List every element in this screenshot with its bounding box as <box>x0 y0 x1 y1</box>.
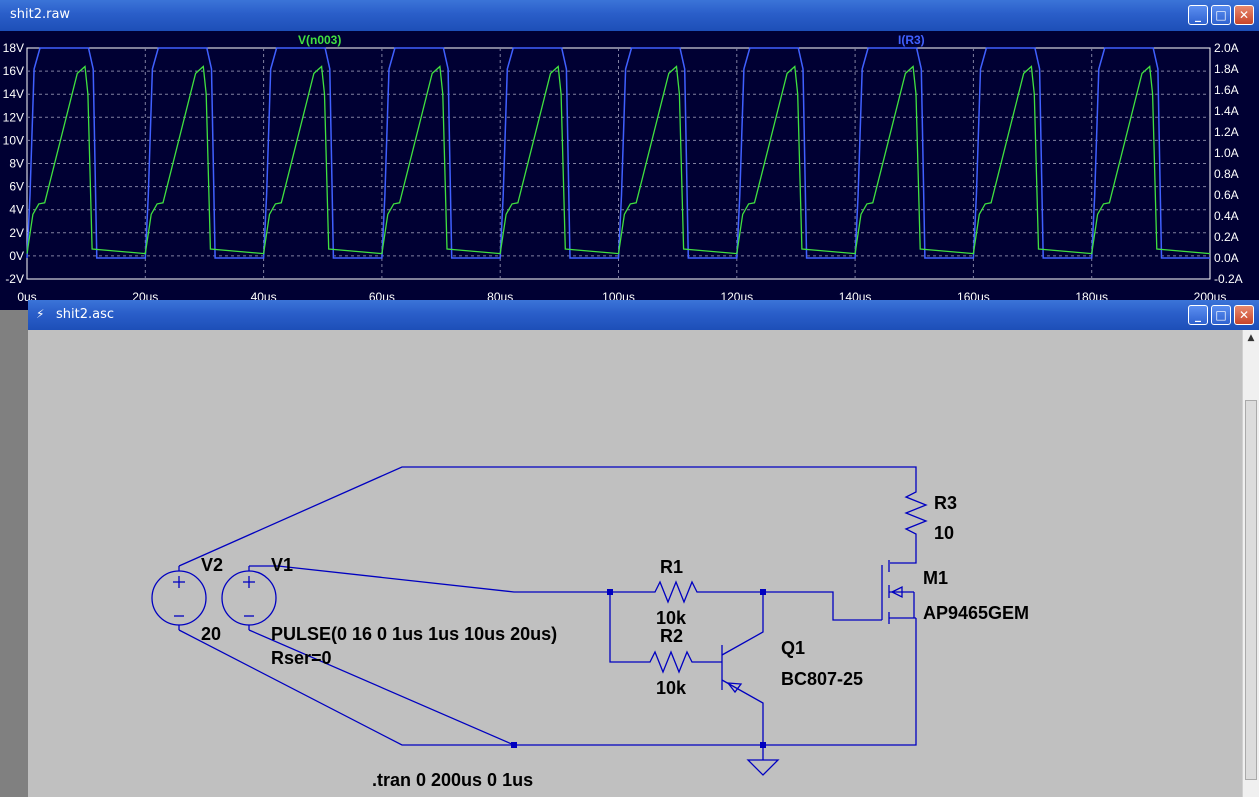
right-tick-label: 1.4A <box>1214 104 1239 118</box>
left-tick-label: 16V <box>3 64 24 78</box>
right-tick-label: 0.6A <box>1214 188 1239 202</box>
trace-v-n003[interactable] <box>26 65 1211 255</box>
wire-source-bottom[interactable] <box>763 618 917 746</box>
close-button[interactable]: ✕ <box>1234 5 1254 25</box>
right-tick-label: 0.8A <box>1214 167 1239 181</box>
q1-name-label[interactable]: Q1 <box>781 638 805 658</box>
scrollbar-thumb[interactable] <box>1245 400 1257 780</box>
vertical-scrollbar[interactable]: ▲ <box>1242 330 1259 797</box>
schematic-maximize-button[interactable]: □ <box>1211 305 1231 325</box>
right-tick-label: -0.2A <box>1214 272 1243 286</box>
left-tick-label: 0V <box>9 249 24 263</box>
left-tick-label: 10V <box>3 133 24 147</box>
right-tick-label: 1.2A <box>1214 125 1239 139</box>
plot-background <box>0 31 1259 310</box>
right-tick-label: 0.0A <box>1214 251 1239 265</box>
waveform-titlebar[interactable]: shit2.raw _ □ ✕ <box>0 0 1259 31</box>
trace-label-i-r3[interactable]: I(R3) <box>898 33 925 47</box>
wire-v1-bottom[interactable] <box>248 629 515 746</box>
ground-symbol[interactable] <box>746 759 780 776</box>
right-tick-label: 0.4A <box>1214 209 1239 223</box>
left-tick-label: 2V <box>9 226 24 240</box>
left-axis: 18V 16V 14V 12V 10V 8V 6V 4V 2V 0V -2V <box>3 41 24 286</box>
left-tick-label: 6V <box>9 180 24 194</box>
trace-i-r3[interactable] <box>26 47 1210 259</box>
right-tick-label: 1.0A <box>1214 146 1239 160</box>
schematic-titlebar[interactable]: ⚡ shit2.asc _ □ ✕ <box>28 300 1259 330</box>
q1-value-label[interactable]: BC807-25 <box>781 669 863 689</box>
right-tick-label: 0.2A <box>1214 230 1239 244</box>
r2-name-label[interactable]: R2 <box>660 626 683 646</box>
left-tick-label: 12V <box>3 110 24 124</box>
q1-transistor[interactable] <box>721 592 764 745</box>
v1-rser-label[interactable]: Rser=0 <box>271 648 332 668</box>
right-tick-label: 2.0A <box>1214 41 1239 55</box>
ltspice-app-icon: ⚡ <box>36 307 45 321</box>
tran-directive[interactable]: .tran 0 200us 0 1us <box>372 770 533 790</box>
v1-value-label[interactable]: PULSE(0 16 0 1us 1us 10us 20us) <box>271 624 557 644</box>
schematic-minimize-button[interactable]: _ <box>1188 305 1208 325</box>
left-tick-label: 14V <box>3 87 24 101</box>
r2-value-label[interactable]: 10k <box>656 678 687 698</box>
schematic-window: ⚡ shit2.asc _ □ ✕ <box>28 300 1259 797</box>
m1-mosfet[interactable] <box>763 560 916 624</box>
waveform-window-title: shit2.raw <box>10 7 71 22</box>
v2-value-label[interactable]: 20 <box>201 624 221 644</box>
right-tick-label: 1.8A <box>1214 62 1239 76</box>
trace-label-v-n003[interactable]: V(n003) <box>298 33 341 47</box>
left-tick-label: 8V <box>9 157 24 171</box>
r2-resistor[interactable] <box>609 592 722 674</box>
m1-name-label[interactable]: M1 <box>923 568 948 588</box>
wire-v1-r1[interactable] <box>249 565 650 593</box>
m1-value-label[interactable]: AP9465GEM <box>923 603 1029 623</box>
left-tick-label: -2V <box>5 272 24 286</box>
left-tick-label: 18V <box>3 41 24 55</box>
junctions <box>511 589 766 748</box>
r3-name-label[interactable]: R3 <box>934 493 957 513</box>
left-tick-label: 4V <box>9 203 24 217</box>
maximize-button[interactable]: □ <box>1211 5 1231 25</box>
waveform-plot[interactable]: V(n003) I(R3) 18V 16V 14V 12V 10V 8V 6V 4V 2V 0V -… <box>0 31 1259 310</box>
r1-resistor[interactable] <box>650 580 763 604</box>
r3-resistor[interactable] <box>904 488 928 540</box>
v2-name-label[interactable]: V2 <box>201 555 223 575</box>
right-tick-label: 1.6A <box>1214 83 1239 97</box>
wire-top[interactable] <box>178 466 917 567</box>
schematic-close-button[interactable]: ✕ <box>1234 305 1254 325</box>
minimize-button[interactable]: _ <box>1188 5 1208 25</box>
r1-name-label[interactable]: R1 <box>660 557 683 577</box>
right-axis: 2.0A 1.8A 1.6A 1.4A 1.2A 1.0A 0.8A 0.6A 0.4A 0.2A… <box>1214 41 1243 286</box>
v1-name-label[interactable]: V1 <box>271 555 293 575</box>
schematic-canvas[interactable]: V2 20 V1 PULSE(0 16 0 1us 1us 10us 20us)… <box>35 330 1235 797</box>
wire-v2-bottom[interactable] <box>178 629 763 746</box>
wires <box>151 466 928 776</box>
wire-r3-drain[interactable] <box>890 540 917 564</box>
r1-value-label[interactable]: 10k <box>656 608 687 628</box>
schematic-window-title: shit2.asc <box>56 307 115 322</box>
r3-value-label[interactable]: 10 <box>934 523 954 543</box>
scroll-up-arrow-icon[interactable]: ▲ <box>1247 333 1255 343</box>
